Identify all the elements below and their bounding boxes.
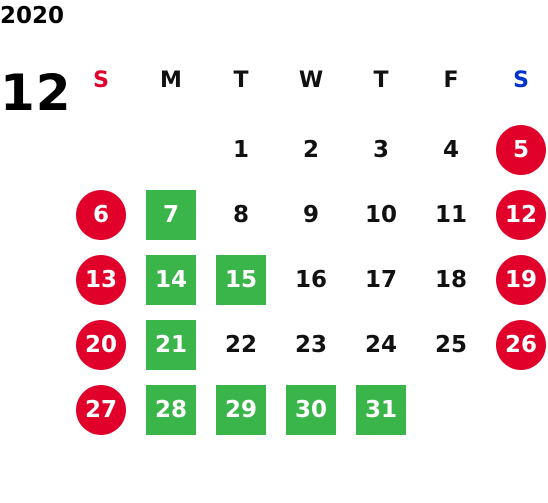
day-cell-green-square-15: 15	[216, 255, 266, 305]
day-cell-green-square-29: 29	[216, 385, 266, 435]
day-cell-red-circle-6: 6	[76, 190, 126, 240]
day-cell-green-square-21: 21	[146, 320, 196, 370]
day-cell-red-circle-26: 26	[496, 320, 546, 370]
day-cell-2: 2	[302, 137, 319, 163]
day-cell-red-circle-12: 12	[496, 190, 546, 240]
weekday-wednesday: W	[298, 68, 324, 93]
day-cell-red-circle-20: 20	[76, 320, 126, 370]
weekday-header-row: S M T W T F S	[0, 64, 548, 98]
weekday-thursday: T	[373, 68, 389, 93]
day-cell-11: 11	[434, 202, 467, 228]
day-cell-green-square-30: 30	[286, 385, 336, 435]
day-cell-4: 4	[442, 137, 459, 163]
day-cell-green-square-7: 7	[146, 190, 196, 240]
day-cell-23: 23	[294, 332, 327, 358]
weekday-monday: M	[160, 68, 182, 93]
calendar-month: 12	[0, 64, 72, 122]
day-cell-red-circle-27: 27	[76, 385, 126, 435]
day-cell-red-circle-19: 19	[496, 255, 546, 305]
day-cell-10: 10	[364, 202, 397, 228]
day-cell-25: 25	[434, 332, 467, 358]
weekday-friday: F	[443, 68, 459, 93]
weekday-sunday: S	[93, 68, 109, 93]
day-cell-18: 18	[434, 267, 467, 293]
day-cell-8: 8	[232, 202, 249, 228]
day-cell-16: 16	[294, 267, 327, 293]
day-cell-red-circle-13: 13	[76, 255, 126, 305]
day-cell-9: 9	[302, 202, 319, 228]
weekday-saturday: S	[513, 68, 529, 93]
weekday-tuesday: T	[233, 68, 249, 93]
day-cell-24: 24	[364, 332, 397, 358]
day-cell-green-square-14: 14	[146, 255, 196, 305]
day-cell-green-square-28: 28	[146, 385, 196, 435]
day-cell-22: 22	[224, 332, 257, 358]
day-cell-17: 17	[364, 267, 397, 293]
day-cell-green-square-31: 31	[356, 385, 406, 435]
day-cell-red-circle-5: 5	[496, 125, 546, 175]
day-cell-3: 3	[372, 137, 389, 163]
day-cell-1: 1	[232, 137, 249, 163]
calendar-year: 2020	[0, 3, 65, 29]
